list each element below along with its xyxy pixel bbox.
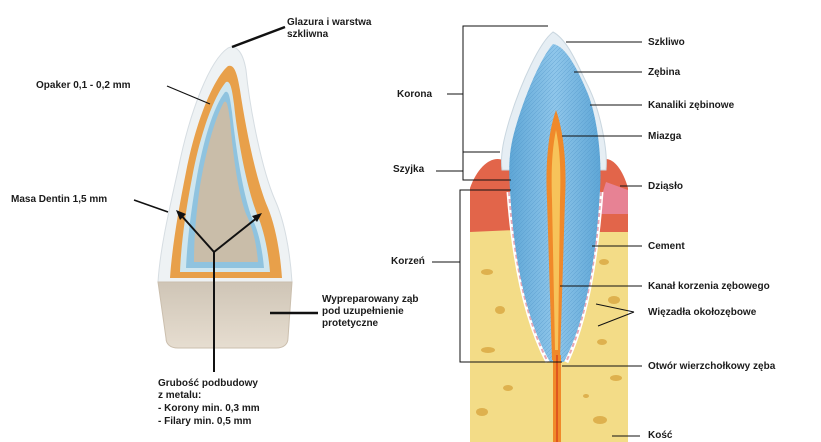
prepared-tooth-root	[158, 282, 292, 348]
label-pulp: Miazga	[648, 131, 681, 143]
label-root-canal: Kanał korzenia zębowego	[648, 281, 770, 293]
left-tooth-figure	[134, 27, 318, 372]
label-opaque: Opaker 0,1 - 0,2 mm	[36, 80, 131, 92]
right-tooth-figure	[432, 26, 642, 442]
framework-items: - Korony min. 0,3 mm - Filary min. 0,5 m…	[158, 403, 260, 428]
label-dentinal-tubules: Kanaliki zębinowe	[648, 100, 734, 112]
root-canal-exit-core	[556, 355, 558, 442]
dentin-leader	[134, 200, 168, 212]
label-cement: Cement	[648, 241, 685, 253]
label-periodontal-ligaments: Więzadła okołozębowe	[648, 307, 756, 319]
label-neck: Szyjka	[393, 164, 424, 176]
framework-item-abutments: - Filary min. 0,5 mm	[158, 416, 260, 429]
label-crown: Korona	[397, 89, 432, 101]
label-apical-foramen: Otwór wierzchołkowy zęba	[648, 361, 775, 373]
label-framework-title: Grubość podbudowy z metalu:	[158, 378, 258, 402]
label-glaze: Glazura i warstwa szkliwna	[287, 17, 387, 41]
framework-item-crowns: - Korony min. 0,3 mm	[158, 403, 260, 416]
label-gum: Dziąsło	[648, 181, 683, 193]
label-dentin-mass: Masa Dentin 1,5 mm	[11, 194, 107, 206]
label-prepared-tooth: Wypreparowany ząb pod uzupełnienie prote…	[322, 294, 432, 330]
label-dentin: Zębina	[648, 67, 680, 79]
label-root: Korzeń	[391, 256, 425, 268]
label-enamel: Szkliwo	[648, 37, 685, 49]
label-bone: Kość	[648, 430, 672, 442]
glaze-leader	[232, 27, 285, 47]
